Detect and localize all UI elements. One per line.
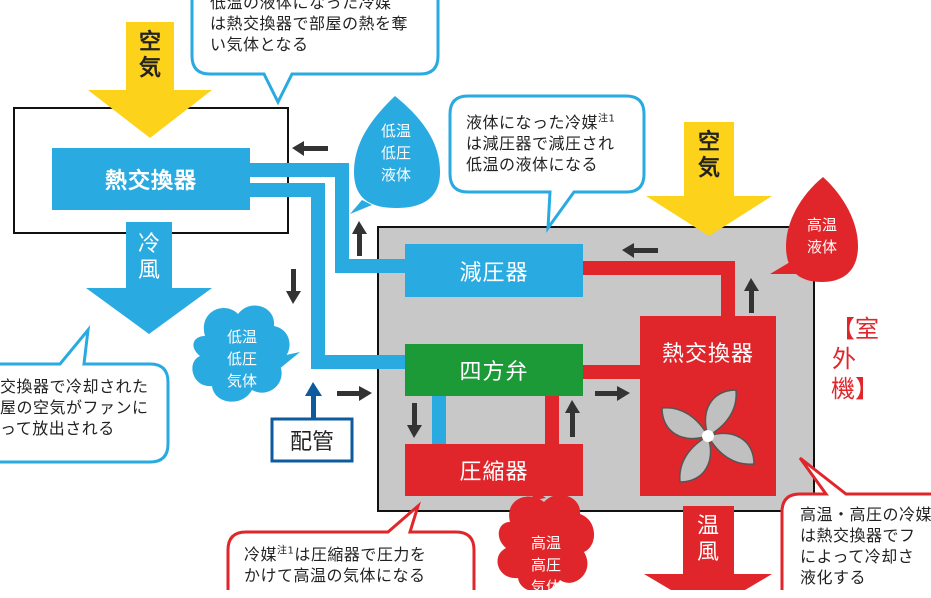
flow-arrow-right-exchanger (595, 386, 630, 401)
warm-air-arrow (644, 506, 772, 590)
callout-center-top-text-part2: は減圧器で減圧され 低温の液体になる (466, 134, 615, 174)
compressor-label: 圧縮器 (459, 460, 529, 485)
indoor-heat-exchanger-label: 熱交換器 (104, 169, 197, 194)
bubble-low-temp-liquid-text: 低温 低圧 液体 (380, 122, 411, 184)
flow-arrow-up-right (744, 278, 759, 313)
four-way-valve-label: 四方弁 (459, 360, 529, 385)
warm-air-label: 温風 (696, 514, 719, 565)
pressure-reducer-label: 減圧器 (459, 260, 529, 286)
flow-arrow-down-valve (407, 403, 422, 438)
callout-bottom-center-text-part2: は圧縮器で圧力を かけて高温の気体になる (244, 545, 427, 585)
bubble-low-temp-liquid (354, 96, 440, 208)
blue-pipe-liquid (240, 163, 410, 273)
four-way-valve-box (405, 344, 583, 396)
bubble-high-temp-gas (497, 494, 594, 590)
air-inflow-arrow-left (88, 22, 212, 138)
callout-bottom-center-text: 冷媒注1は圧縮器で圧力を かけて高温の気体になる (244, 544, 426, 586)
callout-center-top (448, 94, 646, 234)
cool-air-label: 冷風 (137, 232, 160, 283)
outdoor-unit-label: 【室外機】 (831, 315, 879, 403)
fan-icon (661, 389, 755, 483)
callout-top-left (190, 0, 440, 106)
callout-center-top-text: 液体になった冷媒注1 は減圧器で減圧され 低温の液体になる (466, 112, 615, 175)
bubble-low-temp-gas-text: 低温 低圧 気体 (226, 328, 257, 390)
flow-arrow-up-compressor (565, 400, 580, 437)
outdoor-heat-exchanger-label: 熱交換器 (661, 342, 754, 367)
flow-arrow-down-left (286, 269, 301, 304)
pipe-label-arrow (305, 382, 322, 418)
callout-bottom-center-text-part1: 冷媒 (244, 545, 278, 564)
callout-bottom-right (780, 456, 931, 590)
callout-bottom-center-note-mark: 注1 (277, 545, 295, 557)
callout-left-bottom (0, 325, 170, 464)
red-pipe-exchanger-reducer (580, 261, 735, 320)
pipe-label-box (270, 417, 354, 463)
pipe-label: 配管 (289, 430, 334, 455)
flow-arrow-right-pipe (337, 386, 372, 401)
callout-left-bottom-text: 交換器で冷却された 屋の空気がファンに って放出される (0, 377, 149, 438)
callout-bottom-center (226, 501, 476, 590)
air-inflow-arrow-right (646, 122, 772, 236)
air-label-left: 空気 (138, 30, 161, 81)
bubble-high-temp-liquid (786, 177, 858, 282)
compressor-box (405, 444, 583, 496)
callout-bottom-right-text: 高温・高圧の冷媒 は熱交換器でフ によって冷却さ 液化する (800, 505, 931, 587)
flow-arrow-left-top (292, 141, 328, 156)
blue-pipe-gas (240, 183, 410, 369)
air-label-right: 空気 (697, 130, 720, 181)
bubble-low-temp-gas (192, 305, 290, 402)
callout-center-top-text-part1: 液体になった冷媒 (466, 113, 599, 132)
flow-arrow-up-left (352, 221, 367, 256)
callout-center-top-note-mark: 注1 (598, 113, 616, 125)
cool-air-arrow (86, 222, 212, 334)
bubble-high-temp-gas-text: 高温 高圧 気体 (530, 534, 561, 596)
bubble-high-temp-liquid-text: 高温 液体 (806, 216, 837, 256)
flow-arrow-left-reducer (622, 243, 658, 258)
callout-top-left-text: 低温の液体になった冷媒 は熱交換器で部屋の熱を奪 い気体となる (210, 0, 409, 54)
indoor-heat-exchanger-box (52, 148, 250, 210)
pressure-reducer-box (405, 244, 583, 297)
flow-arrows (286, 141, 759, 438)
